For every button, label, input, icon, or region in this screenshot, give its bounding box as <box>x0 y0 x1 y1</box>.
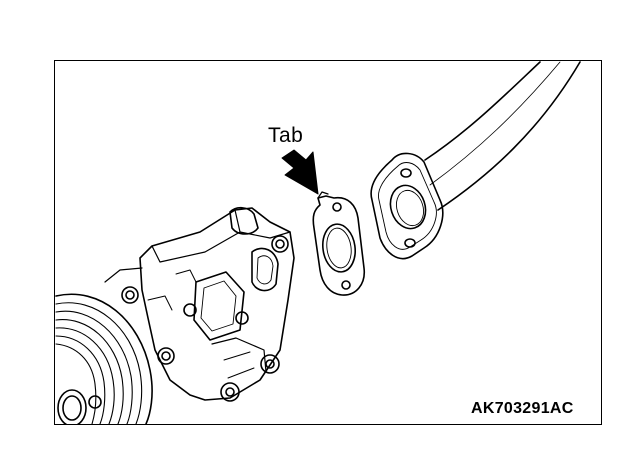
figure-id: AK703291AC <box>471 400 574 417</box>
tab-callout-arrow <box>281 149 319 195</box>
pulley <box>55 293 153 424</box>
pipe-flange <box>370 152 444 260</box>
gasket <box>312 191 366 296</box>
exhaust-pipe <box>424 61 581 211</box>
compressor-body <box>104 206 295 402</box>
tab-label: Tab <box>268 124 304 147</box>
diagram-frame <box>54 60 602 425</box>
